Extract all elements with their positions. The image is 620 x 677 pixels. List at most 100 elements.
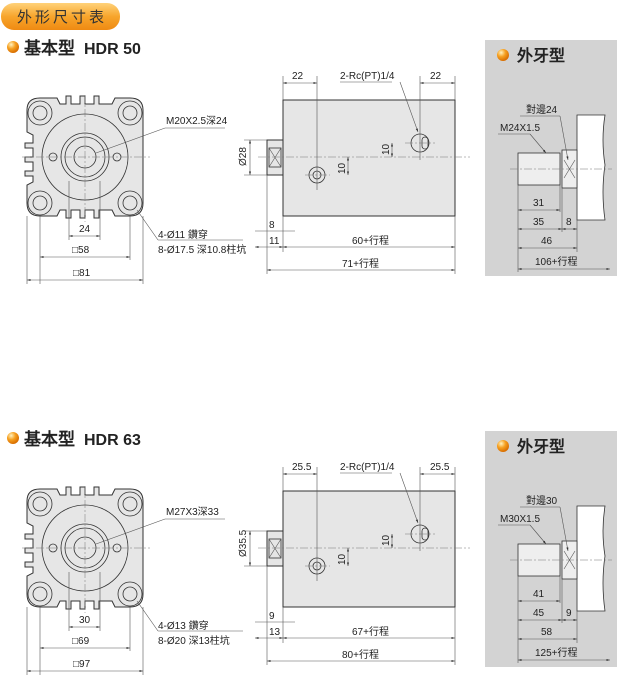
cylinder-body: [282, 490, 456, 608]
port-label: 2-Rc(PT)1/4: [340, 71, 395, 82]
male-thread-title: 外牙型: [516, 437, 565, 456]
mount-hole: [122, 586, 138, 602]
section-model-label: HDR 50: [84, 41, 141, 58]
front-dim-inner: 24: [79, 224, 91, 235]
side-dim-left-top: 22: [292, 71, 304, 82]
thread-leader: [95, 127, 166, 154]
male-dim-4: 46: [541, 236, 553, 247]
across-flats-label: 對邊30: [526, 494, 558, 507]
male-dim-5: 125+行程: [535, 646, 578, 659]
port-leader: [399, 81, 419, 133]
side-dim-a: 8: [269, 220, 275, 231]
front-view: 30 □69 □97 M27X3深33 4-Ø13 鑽穿 8-Ø20 深13柱坑: [22, 486, 243, 675]
mount-hole: [32, 195, 48, 211]
body-length-label: 67+行程: [352, 625, 389, 638]
bullet-icon: [497, 49, 509, 61]
wrench-flat: [268, 147, 282, 168]
rod-diameter-label: Ø35.5: [238, 529, 249, 557]
body-length-label: 60+行程: [352, 234, 389, 247]
hole-leader: [136, 209, 159, 241]
mount-hole-counterbore: [117, 190, 143, 216]
section-type-label: 基本型: [23, 429, 75, 450]
side-dim-right-top: 25.5: [430, 462, 450, 473]
male-dim-5: 106+行程: [535, 255, 578, 268]
leader: [529, 133, 547, 154]
mount-hole-counterbore: [117, 491, 143, 517]
port-offset-1: 10: [337, 162, 348, 174]
port-label: 2-Rc(PT)1/4: [340, 462, 395, 473]
male-dim-2: 35: [533, 217, 545, 228]
male-thread-label: M24X1.5: [500, 123, 540, 134]
title-badge-label: 外形尺寸表: [17, 8, 107, 26]
male-thread-label: M30X1.5: [500, 514, 540, 525]
thread-leader: [95, 518, 166, 545]
mount-hole-counterbore: [27, 491, 53, 517]
male-dim-2: 45: [533, 608, 545, 619]
mount-hole: [32, 496, 48, 512]
section-hdr-50: 基本型 HDR 50 24 □58 □81 M20X2.5深24 4-Ø11 鑽穿 8-Ø17…: [7, 38, 617, 284]
wrench-flat-mark: [268, 147, 282, 168]
leader: [529, 524, 547, 545]
male-dim-3: 8: [566, 217, 572, 228]
side-dim-b: 13: [269, 627, 281, 638]
bullet-icon: [7, 41, 19, 53]
wrench-flat: [268, 538, 282, 559]
mount-hole: [122, 496, 138, 512]
body-section: [576, 114, 606, 221]
total-length-label: 80+行程: [342, 648, 379, 661]
front-hole-label-2: 8-Ø17.5 深10.8柱坑: [158, 243, 246, 256]
front-dim-pitch: □69: [72, 636, 90, 647]
mount-hole: [32, 105, 48, 121]
across-flats-label: 對邊24: [526, 103, 558, 116]
front-thread-label: M27X3深33: [166, 506, 219, 518]
mount-hole-counterbore: [27, 581, 53, 607]
mount-hole: [122, 105, 138, 121]
port-leader: [399, 472, 419, 524]
front-dim-pitch: □58: [72, 245, 90, 256]
front-dim-outer: □97: [73, 659, 91, 670]
body-section: [576, 505, 606, 612]
male-dim-3: 9: [566, 608, 572, 619]
mount-hole: [122, 195, 138, 211]
port-offset-1: 10: [337, 553, 348, 565]
section-type-label: 基本型: [23, 38, 75, 59]
leader: [559, 506, 569, 552]
hole-leader: [136, 600, 159, 632]
mount-hole-counterbore: [117, 581, 143, 607]
mount-hole-counterbore: [117, 100, 143, 126]
male-dim-1: 31: [533, 198, 545, 209]
port-offset-2: 10: [381, 534, 392, 546]
male-dim-1: 41: [533, 589, 545, 600]
front-dim-outer: □81: [73, 268, 91, 279]
leader: [559, 115, 569, 161]
front-view: 24 □58 □81 M20X2.5深24 4-Ø11 鑽穿 8-Ø17.5 深10.8柱…: [22, 95, 246, 284]
side-dim-right-top: 22: [430, 71, 442, 82]
side-dim-left-top: 25.5: [292, 462, 312, 473]
front-hole-label-1: 4-Ø11 鑽穿: [158, 228, 208, 241]
front-hole-label-1: 4-Ø13 鑽穿: [158, 619, 209, 632]
mount-hole: [32, 586, 48, 602]
wrench-flat-mark: [268, 538, 282, 559]
mount-hole-counterbore: [27, 100, 53, 126]
male-thread-title: 外牙型: [516, 46, 565, 65]
side-dim-b: 11: [269, 236, 280, 247]
front-thread-label: M20X2.5深24: [166, 115, 228, 127]
bullet-icon: [7, 432, 19, 444]
section-model-label: HDR 63: [84, 432, 141, 449]
port-offset-2: 10: [381, 143, 392, 155]
front-hole-label-2: 8-Ø20 深13柱坑: [158, 634, 230, 647]
mount-hole-counterbore: [27, 190, 53, 216]
section-hdr-63: 基本型 HDR 63 30 □69 □97 M27X3深33 4-Ø13 鑽穿 8-Ø20 深…: [7, 429, 617, 675]
front-dim-inner: 30: [79, 615, 91, 626]
cylinder-body: [282, 99, 456, 217]
male-dim-4: 58: [541, 627, 553, 638]
rod-diameter-label: Ø28: [238, 147, 249, 166]
total-length-label: 71+行程: [342, 257, 379, 270]
title-badge: 外形尺寸表: [1, 3, 120, 30]
side-dim-a: 9: [269, 611, 275, 622]
